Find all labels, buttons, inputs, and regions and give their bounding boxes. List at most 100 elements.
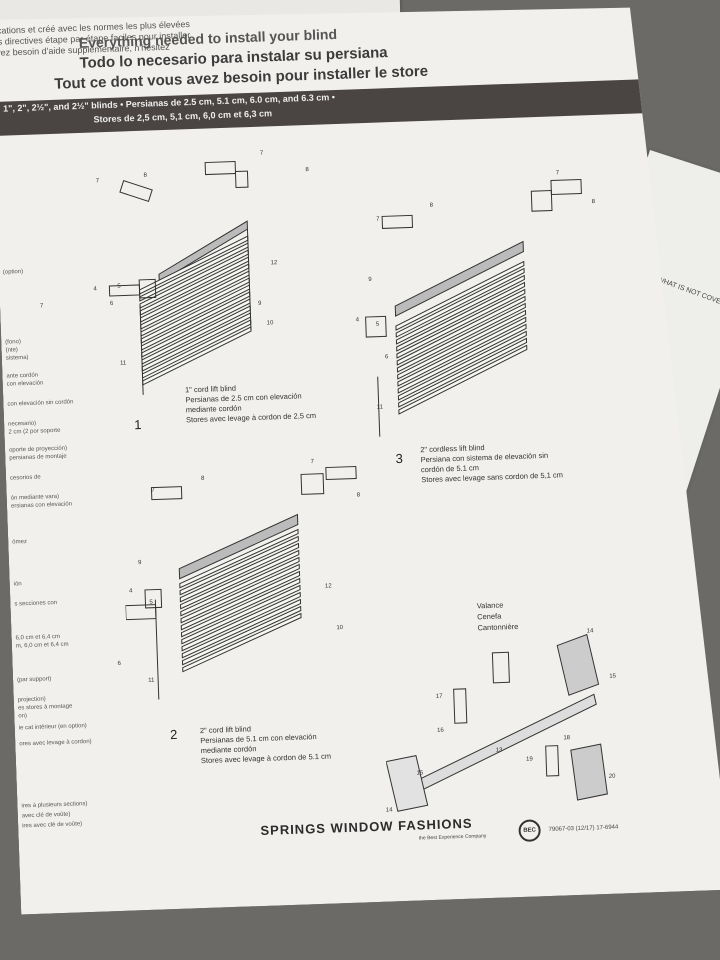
note: projection) bbox=[17, 696, 46, 704]
part-label: 4 bbox=[355, 317, 360, 324]
note: oporte de proyección) bbox=[8, 445, 68, 454]
note: (option) bbox=[2, 268, 24, 276]
blind-slat bbox=[396, 331, 528, 399]
part-label: 7 bbox=[39, 303, 44, 310]
part-label: 14 bbox=[586, 628, 594, 635]
diagram-3-number: 3 bbox=[395, 450, 404, 467]
note: (par support) bbox=[16, 676, 52, 684]
note: on) bbox=[18, 713, 28, 720]
diagram-2-number: 2 bbox=[169, 726, 178, 743]
note: ión bbox=[13, 581, 22, 588]
note: ores avec levage à cordon) bbox=[19, 738, 92, 748]
band-line-2: Stores de 2,5 cm, 5,1 cm, 6,0 cm et 6,3 … bbox=[93, 108, 273, 125]
part-label: 8 bbox=[305, 166, 309, 174]
note: ante cordón bbox=[6, 372, 39, 380]
note: sistema) bbox=[5, 354, 29, 362]
part-label: 4 bbox=[128, 588, 133, 595]
part-label: 9 bbox=[137, 560, 142, 567]
note: ires à plusieurs sections) bbox=[21, 801, 88, 810]
note: es stores à montage bbox=[17, 703, 73, 712]
part-label: 7 bbox=[310, 458, 315, 466]
blind-slat bbox=[394, 269, 526, 337]
note: (fono) bbox=[5, 339, 22, 346]
part-number: 79067-03 (12/17) 17-6944 bbox=[548, 824, 619, 833]
part-label: 11 bbox=[376, 404, 384, 411]
blind-slat bbox=[179, 558, 301, 616]
part-label: 7 bbox=[555, 170, 560, 177]
part-label: 12 bbox=[324, 583, 332, 590]
note: con elevación bbox=[6, 380, 44, 388]
part-label: 15 bbox=[416, 770, 424, 777]
note: persianas de montaje bbox=[9, 453, 67, 462]
part-label: 20 bbox=[608, 773, 616, 780]
diagram-1-number: 1 bbox=[133, 416, 142, 433]
blind-slat bbox=[179, 551, 301, 609]
part-label: 9 bbox=[257, 300, 262, 307]
part-label: 5 bbox=[375, 321, 380, 328]
note: 2 cm (2 por soporte bbox=[8, 427, 61, 436]
part-label: 11 bbox=[119, 360, 127, 367]
note: m, 6,0 cm et 6,4 cm bbox=[15, 641, 69, 650]
bec-logo: BEC bbox=[518, 819, 541, 842]
brand-tagline: the Best Experience Company bbox=[418, 833, 487, 842]
note: 6,0 cm et 6,4 cm bbox=[15, 633, 61, 642]
blind-slat bbox=[394, 276, 526, 344]
part-label: 10 bbox=[266, 320, 274, 327]
part-label: 8 bbox=[429, 202, 434, 209]
blind-slat bbox=[180, 600, 302, 658]
note: cesorios de bbox=[9, 474, 41, 482]
part-label: 11 bbox=[148, 677, 155, 684]
blind-slat bbox=[181, 614, 303, 672]
blind-slat bbox=[178, 537, 300, 595]
blind-slat bbox=[180, 593, 302, 651]
part-label: 16 bbox=[436, 727, 444, 734]
part-label: 8 bbox=[591, 198, 596, 206]
part-label: 6 bbox=[109, 300, 114, 307]
part-label: 6 bbox=[117, 660, 121, 667]
part-label: 7 bbox=[95, 178, 100, 185]
blind-slat bbox=[397, 338, 529, 406]
blind-slat bbox=[395, 283, 527, 351]
blind-slat bbox=[180, 586, 302, 644]
blind-slat bbox=[395, 296, 527, 364]
blind-slat bbox=[396, 310, 528, 378]
note: con elevación sin cordón bbox=[7, 399, 74, 408]
part-label: 9 bbox=[368, 276, 372, 283]
part-label: 13 bbox=[495, 747, 503, 754]
part-label: 8 bbox=[143, 172, 147, 179]
blind-slat bbox=[396, 324, 528, 392]
part-label: 15 bbox=[609, 673, 617, 680]
part-label: 7 bbox=[151, 487, 155, 494]
note: ón mediante vara) bbox=[10, 493, 60, 502]
band-line-1: 1", 2", 2½", and 2½" blinds • Persianas … bbox=[2, 92, 336, 114]
note: s secciones con bbox=[14, 600, 58, 608]
part-label: 14 bbox=[385, 807, 393, 814]
note: ersianas con elevación bbox=[10, 501, 73, 510]
note: ie cat intérieur (en option) bbox=[18, 723, 87, 732]
blind-slat bbox=[396, 317, 528, 385]
blind-slat bbox=[394, 262, 526, 330]
blind-slat bbox=[179, 544, 301, 602]
blind-slat bbox=[397, 345, 529, 413]
blind-slat bbox=[395, 303, 527, 371]
part-label: 18 bbox=[563, 735, 571, 742]
note: (nte) bbox=[5, 347, 18, 354]
part-label: 8 bbox=[201, 475, 205, 482]
part-label: 17 bbox=[435, 693, 443, 700]
note: ómez bbox=[12, 539, 28, 546]
part-label: 8 bbox=[356, 492, 361, 499]
blind-slat bbox=[181, 607, 303, 665]
part-label: 5 bbox=[117, 283, 121, 290]
blind-slat bbox=[180, 579, 302, 637]
part-label: 10 bbox=[336, 625, 344, 632]
note: avec clé de voûte) bbox=[21, 811, 71, 820]
